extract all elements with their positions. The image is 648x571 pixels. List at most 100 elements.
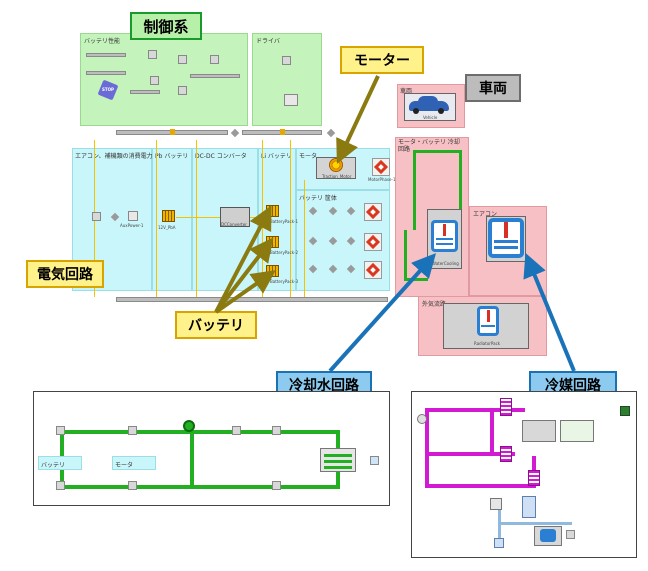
aux-node[interactable] (92, 212, 101, 221)
aux-power-block[interactable] (128, 211, 138, 221)
coolant-arrow (328, 253, 437, 373)
inset-coolant-bottom (60, 485, 340, 489)
battery-control-label: バッテリ性能 (84, 38, 121, 45)
control-node-4[interactable] (178, 86, 187, 95)
pack-2-label: BatteryPack-2 (270, 250, 298, 255)
control-bar-2 (86, 71, 126, 75)
bus-tap-2 (280, 129, 285, 135)
electric-link-6 (304, 180, 305, 297)
inset-compressor-icon[interactable] (417, 414, 427, 424)
motor-phase-icon[interactable] (372, 158, 390, 176)
motor-arrow (336, 75, 380, 164)
inset-node-5[interactable] (56, 481, 65, 490)
bus-tap-1 (170, 129, 175, 135)
radiator-wave (481, 325, 495, 327)
electric-link-3 (196, 140, 197, 297)
water-cooling-thermo (443, 224, 446, 236)
electric-link-2 (156, 140, 157, 297)
driver-block[interactable] (284, 94, 298, 106)
inset-chiller-icon[interactable] (528, 470, 540, 486)
inset-node-2[interactable] (128, 426, 137, 435)
outside-air-label: 外気流路 (422, 301, 447, 308)
inset-coolant-top (60, 430, 340, 434)
electric-callout: 電気回路 (26, 260, 104, 288)
battery-arrow-2 (214, 237, 274, 314)
inset-node-1[interactable] (56, 426, 65, 435)
body-heat-icon-1[interactable] (364, 203, 382, 221)
water-cooling-wave-1 (436, 238, 453, 240)
water-cooling-icon[interactable] (431, 220, 458, 252)
inset-ref-left (425, 408, 429, 488)
dcdc-converter-block[interactable] (220, 207, 250, 227)
inset-coolant-mid (190, 430, 194, 489)
inset-node-7[interactable] (272, 481, 281, 490)
inset-heater-block[interactable] (522, 496, 536, 518)
inset-pump-icon[interactable] (183, 420, 195, 432)
refrigerant-arrow (523, 252, 576, 372)
aircon-thermo (504, 222, 508, 238)
body-heat-icon-2[interactable] (364, 233, 382, 251)
inset-node-4[interactable] (272, 426, 281, 435)
driver-node-1[interactable] (282, 56, 291, 65)
inset-evaporator-icon[interactable] (500, 446, 512, 462)
driver-region: ドライバ (252, 33, 322, 126)
aircon-label: エアコン (473, 211, 498, 218)
coolant-main-left (413, 150, 416, 230)
electric-link-5 (290, 140, 291, 297)
vehicle-block-label: Vehicle (423, 115, 438, 120)
vehicle-region-label: 車両 (400, 88, 413, 95)
inset-condenser-icon[interactable] (500, 398, 512, 416)
pb-battery-label: Pb バッテリ (155, 153, 189, 160)
inset-air-duct-h (498, 522, 572, 525)
inset-radiator-pipe-2 (324, 460, 352, 463)
inset-sensor-icon[interactable] (620, 406, 630, 416)
control-node-5[interactable] (150, 76, 159, 85)
inset-node-3[interactable] (232, 426, 241, 435)
stop-label: STOP (102, 87, 114, 92)
electric-link-h1 (176, 217, 220, 218)
vehicle-callout: 車両 (465, 74, 521, 102)
battery-control-region: バッテリ性能 (80, 33, 248, 126)
inset-radiator-pipe-3 (324, 466, 352, 469)
motor-callout: モーター (340, 46, 424, 74)
inset-ref-node[interactable] (566, 530, 575, 539)
inset-outlet-icon[interactable] (494, 538, 504, 548)
car-icon[interactable] (409, 101, 449, 111)
inset-battery-box: バッテリ (38, 456, 82, 470)
water-cooling-wave-2 (436, 243, 453, 245)
inset-radiator[interactable] (320, 448, 356, 472)
control-callout: 制御系 (130, 12, 202, 40)
inset-cabin-block[interactable] (522, 420, 556, 442)
aircon-wave-2 (494, 246, 518, 249)
control-bar-1 (86, 53, 126, 57)
inset-radiator-pipe-1 (324, 454, 352, 457)
control-node-1[interactable] (148, 50, 157, 59)
body-heat-icon-3[interactable] (364, 261, 382, 279)
inset-ref-bottom (425, 484, 535, 488)
pb-battery-icon[interactable] (162, 210, 175, 222)
radiator-thermo (487, 310, 490, 322)
coolant-main-bottom (404, 278, 428, 281)
aircon-exchanger-icon[interactable] (488, 218, 524, 258)
motor-battery-cooling-label: モータ・バッテリ 冷却回路 (398, 139, 460, 153)
driver-label: ドライバ (256, 38, 280, 45)
inset-motor-box: モータ (112, 456, 156, 470)
inset-node-6[interactable] (128, 481, 137, 490)
aircon-accessory-label: エアコン、補機類の消費電力 (75, 153, 153, 160)
control-node-2[interactable] (178, 55, 187, 64)
car-roof (418, 96, 438, 104)
li-battery-label: Li バッテリ (261, 153, 292, 160)
pack-1-label: BatteryPack-1 (270, 219, 298, 224)
inset-node-8[interactable] (370, 456, 379, 465)
battery-arrow-1 (214, 205, 272, 313)
inset-motor-label: モータ (115, 462, 134, 469)
inset-ref-top (425, 408, 525, 412)
inset-hvac-block[interactable] (560, 420, 594, 442)
dcdc-converter-label: DCConverter (221, 222, 247, 227)
battery-arrow-3 (214, 270, 276, 314)
motor-label: モータ (299, 153, 318, 160)
traction-motor-label: Traction_Motor (322, 174, 352, 179)
control-node-3[interactable] (210, 55, 219, 64)
inset-fan-block[interactable] (490, 498, 502, 510)
